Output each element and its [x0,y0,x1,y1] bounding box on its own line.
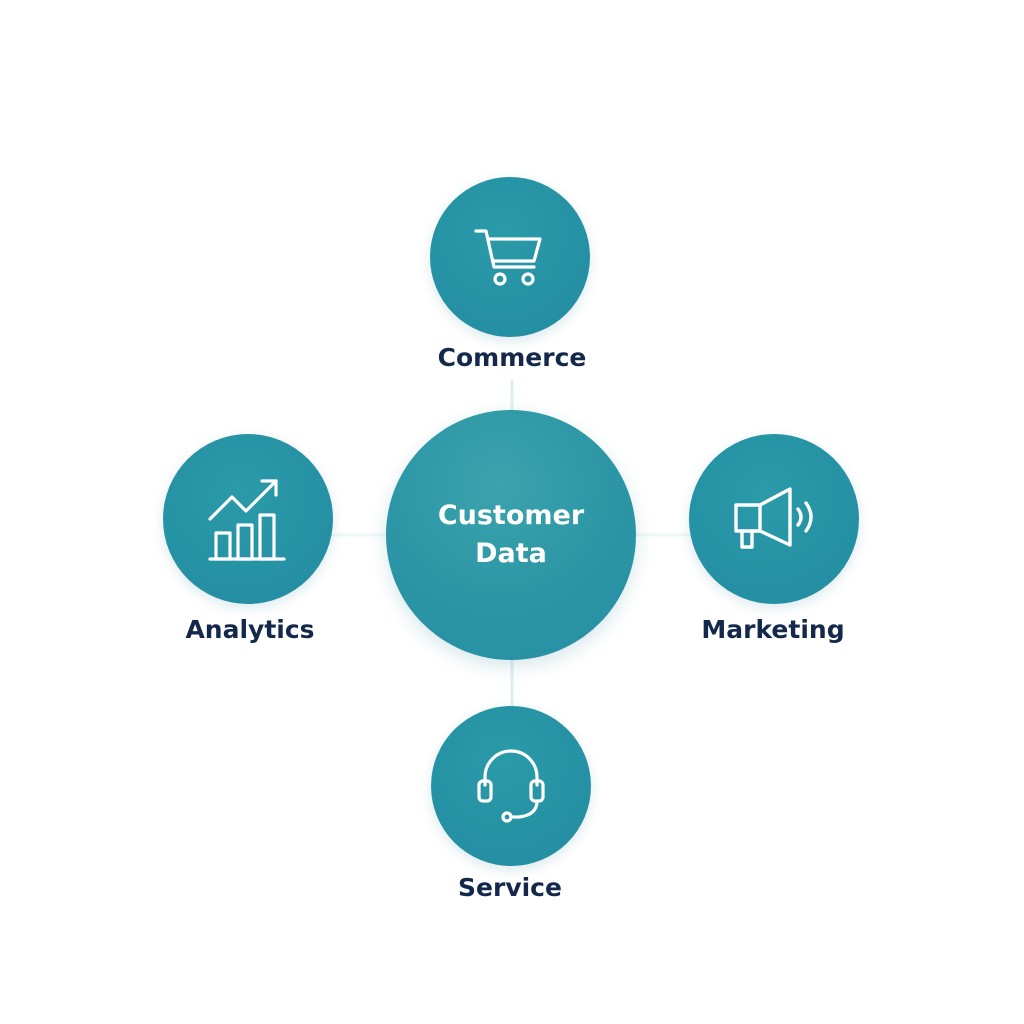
analytics-label: Analytics [185,615,315,644]
commerce-label: Commerce [437,343,587,372]
headset-icon [477,749,545,823]
bar-chart-trend-icon [208,479,286,561]
hub-title: Customer Data [437,500,585,569]
service-node [431,706,591,866]
service-label: Service [458,873,562,902]
marketing-label: Marketing [701,615,845,644]
commerce-node [430,177,590,337]
customer-data-hub: Customer Data [386,410,636,660]
shopping-cart-icon [474,229,542,286]
marketing-node [689,434,859,604]
megaphone-icon [734,487,813,549]
analytics-node [163,434,333,604]
